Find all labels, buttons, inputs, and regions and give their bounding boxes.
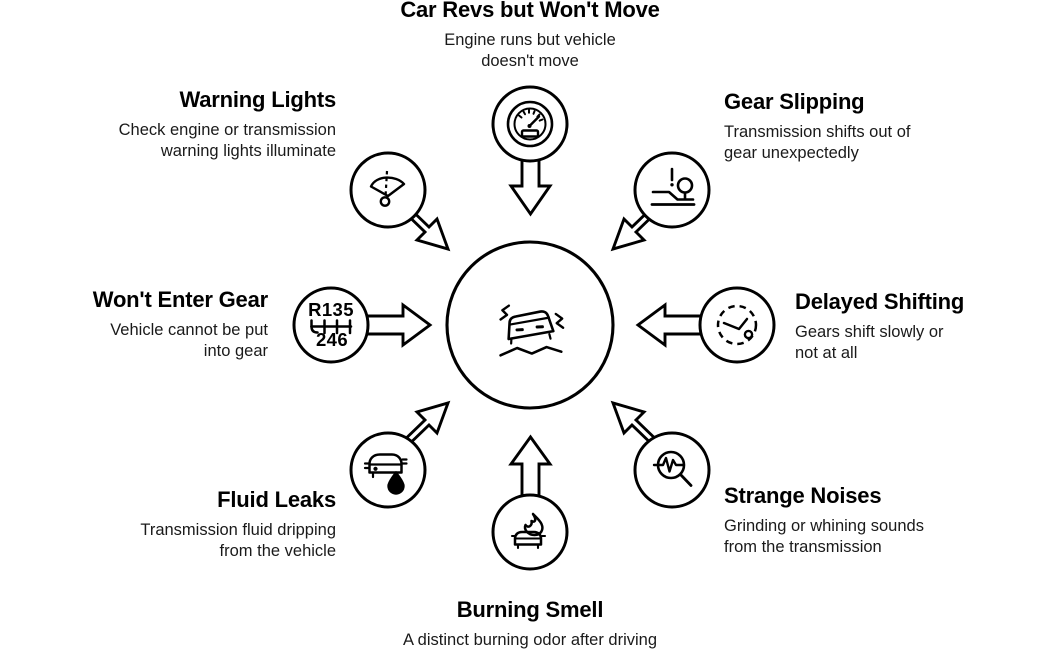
arrow-car-revs	[508, 150, 553, 217]
node-desc-line1-car-revs: Engine runs but vehicle	[444, 30, 616, 49]
node-desc-line2-warning-lights: warning lights illuminate	[160, 142, 336, 161]
node-desc-delayed-shifting: Gears shift slowly or not at all	[795, 322, 1045, 366]
node-title-gear-slipping: Gear Slipping	[724, 89, 865, 114]
node-desc-line2-gear-slipping: gear unexpectedly	[724, 144, 859, 163]
node-circle-car-revs	[491, 85, 569, 163]
node-desc-car-revs: Engine runs but vehicle doesn't move	[330, 30, 730, 74]
node-desc-line1-gear-slipping: Transmission shifts out of	[724, 122, 911, 141]
node-desc-line1-strange-noises: Grinding or whining sounds	[724, 516, 924, 535]
node-label-wont-enter-gear: Won't Enter Gear Vehicle cannot be put i…	[20, 287, 268, 364]
node-title-fluid-leaks: Fluid Leaks	[217, 487, 336, 512]
node-desc-line1-delayed-shifting: Gears shift slowly or	[795, 322, 944, 341]
arrow-warning-lights	[394, 197, 451, 252]
node-desc-line1-burning-smell: A distinct burning odor after driving	[402, 630, 658, 649]
node-desc-line2-car-revs: doesn't move	[481, 52, 579, 71]
node-circle-fluid-leaks	[349, 431, 427, 509]
node-desc-line2-delayed-shifting: not at all	[795, 344, 858, 363]
arrow-gear-slipping	[610, 197, 667, 252]
node-circle-warning-lights	[349, 151, 427, 229]
node-circle-burning-smell	[491, 493, 569, 571]
node-desc-line1-wont-enter-gear: Vehicle cannot be put	[110, 320, 268, 339]
node-desc-burning-smell: A distinct burning odor after driving	[330, 630, 730, 652]
node-circle-gear-slipping	[633, 151, 711, 229]
arrow-strange-noises	[610, 400, 667, 455]
node-title-warning-lights: Warning Lights	[179, 87, 337, 112]
node-desc-warning-lights: Check engine or transmission warning lig…	[30, 120, 336, 164]
node-title-burning-smell: Burning Smell	[456, 597, 604, 622]
node-circle-delayed-shifting	[698, 286, 776, 364]
node-label-delayed-shifting: Delayed Shifting Gears shift slowly or n…	[795, 289, 1045, 366]
node-label-burning-smell: Burning Smell A distinct burning odor af…	[330, 597, 730, 652]
arrow-group	[368, 150, 700, 500]
node-desc-line2-strange-noises: from the transmission	[724, 538, 882, 557]
node-title-wont-enter-gear: Won't Enter Gear	[92, 287, 268, 312]
node-label-gear-slipping: Gear Slipping Transmission shifts out of…	[724, 89, 1024, 166]
node-desc-line2-wont-enter-gear: into gear	[203, 342, 268, 361]
node-label-warning-lights: Warning Lights Check engine or transmiss…	[30, 87, 337, 164]
node-label-car-revs: Car Revs but Won't Move Engine runs but …	[330, 0, 730, 73]
node-title-strange-noises: Strange Noises	[724, 483, 882, 508]
arrow-delayed-shifting	[635, 302, 700, 348]
node-desc-line1-warning-lights: Check engine or transmission	[118, 120, 336, 139]
node-title-car-revs: Car Revs but Won't Move	[400, 0, 660, 22]
arrow-wont-enter-gear	[368, 302, 433, 348]
center-hub	[445, 240, 615, 410]
node-desc-wont-enter-gear: Vehicle cannot be put into gear	[20, 320, 268, 364]
node-circle-wont-enter-gear	[292, 286, 370, 364]
node-desc-gear-slipping: Transmission shifts out of gear unexpect…	[724, 122, 1024, 166]
node-label-strange-noises: Strange Noises Grinding or whining sound…	[724, 483, 1024, 560]
node-desc-strange-noises: Grinding or whining sounds from the tran…	[724, 516, 1024, 560]
node-desc-line1-fluid-leaks: Transmission fluid dripping	[140, 520, 336, 539]
tachometer-gauge-icon	[506, 100, 554, 148]
node-circle-strange-noises	[633, 431, 711, 509]
node-desc-fluid-leaks: Transmission fluid dripping from the veh…	[30, 520, 336, 564]
arrow-fluid-leaks	[394, 400, 451, 455]
node-label-fluid-leaks: Fluid Leaks Transmission fluid dripping …	[30, 487, 336, 564]
node-desc-line2-fluid-leaks: from the vehicle	[219, 542, 336, 561]
node-circles	[292, 85, 776, 571]
node-title-delayed-shifting: Delayed Shifting	[795, 289, 965, 314]
arrow-burning-smell	[508, 434, 553, 500]
